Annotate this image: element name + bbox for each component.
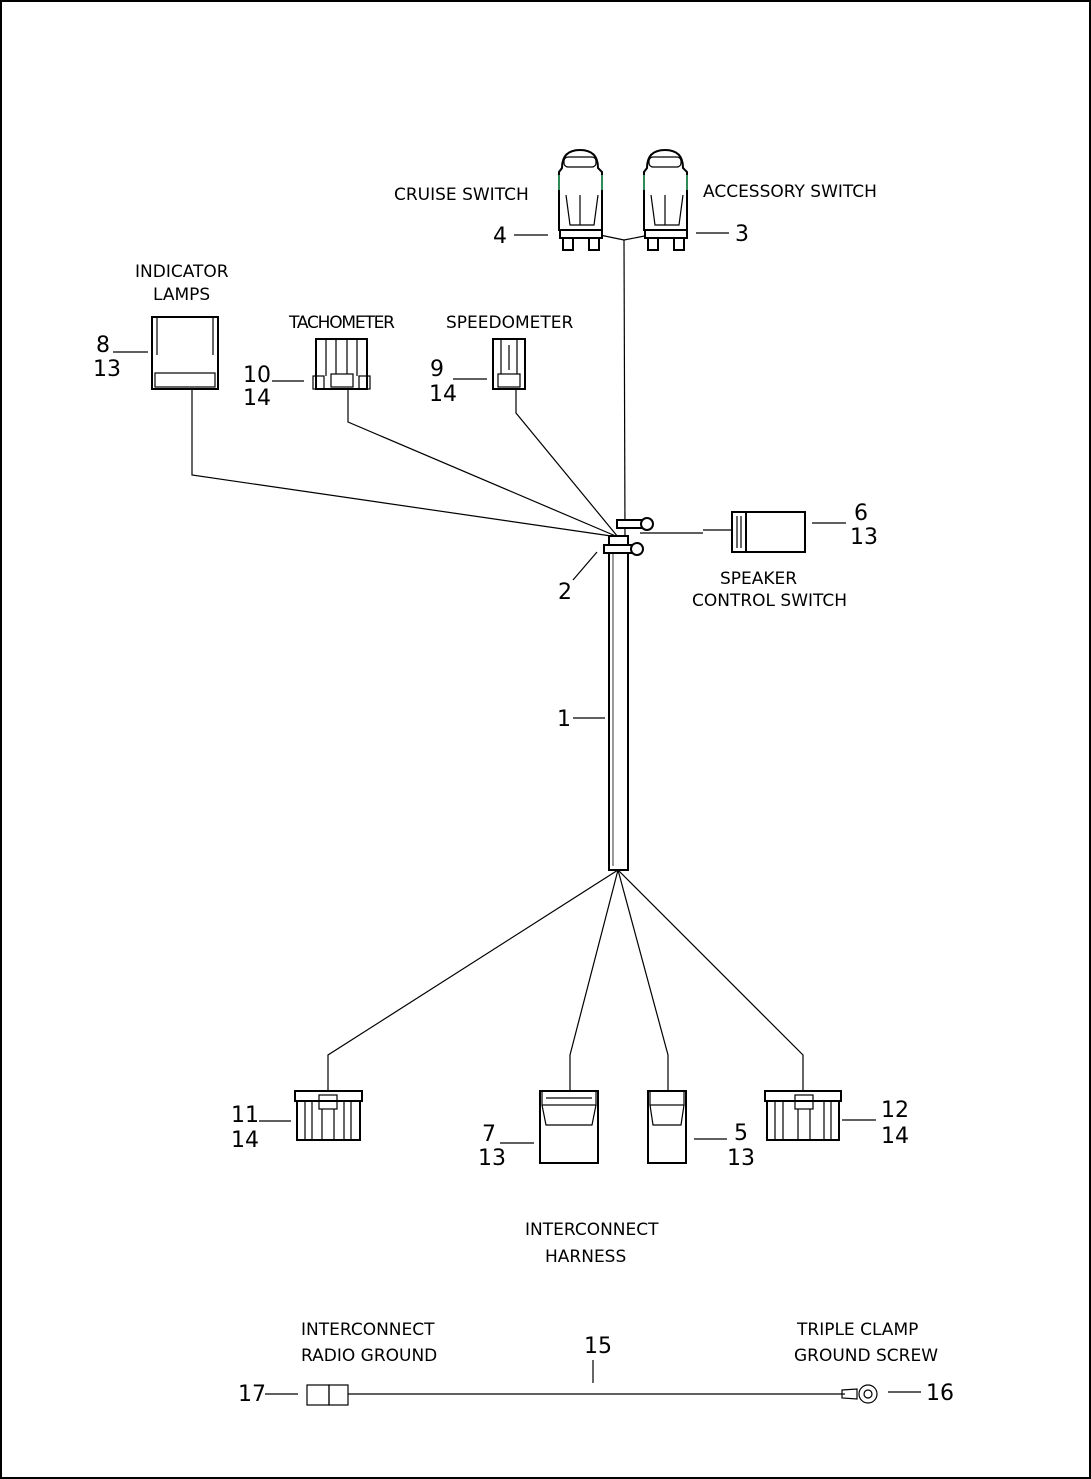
connector-7 — [539, 1090, 599, 1164]
wire-connector-7 — [569, 869, 619, 1090]
callout-6-sub: 13 — [850, 525, 878, 550]
wire-switches-trunk — [623, 239, 626, 538]
callout-7: 7 — [482, 1122, 496, 1147]
leader-lines — [113, 232, 921, 1395]
callout-15: 15 — [584, 1334, 612, 1359]
indicator-lamps-label-line1: INDICATOR — [135, 262, 229, 282]
callout-5: 5 — [734, 1121, 748, 1146]
callout-3: 3 — [735, 222, 749, 247]
connector-12 — [764, 1090, 842, 1141]
cable-strap-upper — [616, 519, 644, 529]
radio-ground-connector — [306, 1384, 349, 1406]
callout-numbers: 4 3 8 13 10 14 9 14 6 13 2 1 11 14 7 13 … — [93, 222, 954, 1407]
wires — [191, 233, 845, 1395]
harness-conduit — [608, 539, 629, 871]
speaker-control-switch-connector — [703, 511, 806, 553]
cable-clip — [603, 517, 654, 556]
ring-terminal — [841, 1384, 878, 1404]
interconnect-radio-ground-label-line2: RADIO GROUND — [301, 1346, 437, 1366]
cable-strap-lower — [603, 544, 633, 554]
callout-5-sub: 13 — [727, 1146, 755, 1171]
interconnect-harness-label-line1: INTERCONNECT — [525, 1220, 659, 1240]
callout-11: 11 — [231, 1103, 259, 1128]
connector-11 — [294, 1090, 363, 1141]
indicator-lamps-label-line2: LAMPS — [153, 285, 210, 305]
callout-7-sub: 13 — [478, 1146, 506, 1171]
callout-4: 4 — [493, 224, 507, 249]
callout-1: 1 — [557, 707, 571, 732]
cruise-switch-part — [558, 148, 603, 251]
callout-8-sub: 13 — [93, 357, 121, 382]
callout-2: 2 — [558, 580, 572, 605]
triple-clamp-ground-screw-label-line2: GROUND SCREW — [794, 1346, 938, 1366]
triple-clamp-ground-screw-label-line1: TRIPLE CLAMP — [796, 1320, 918, 1340]
component-labels: CRUISE SWITCH ACCESSORY SWITCH INDICATOR… — [135, 182, 938, 1366]
interconnect-harness-label-line2: HARNESS — [545, 1247, 626, 1267]
callout-12-sub: 14 — [881, 1124, 909, 1149]
harness-sleeve — [608, 539, 629, 871]
accessory-switch-part — [643, 148, 688, 251]
connector-5 — [647, 1090, 687, 1164]
speedometer-label: SPEEDOMETER — [446, 313, 574, 333]
wire-connector-5 — [617, 869, 669, 1090]
speaker-control-switch-label-line1: SPEAKER — [720, 569, 797, 589]
callout-10: 10 — [243, 363, 271, 388]
interconnect-radio-ground-label-line1: INTERCONNECT — [301, 1320, 435, 1340]
tachometer-label: TACHOMETER — [288, 313, 395, 333]
callout-17: 17 — [238, 1382, 266, 1407]
wire-connector-11 — [327, 869, 619, 1090]
callout-10-sub: 14 — [243, 386, 271, 411]
callout-9: 9 — [430, 357, 444, 382]
tachometer-connector — [312, 338, 371, 390]
wire-tachometer — [347, 390, 619, 538]
callout-16: 16 — [926, 1381, 954, 1406]
cruise-switch-label: CRUISE SWITCH — [394, 185, 529, 205]
indicator-lamps-connector — [151, 316, 219, 390]
wire-speedometer — [515, 390, 619, 538]
wire-connector-12 — [617, 869, 804, 1090]
callout-6: 6 — [854, 501, 868, 526]
speaker-control-switch-label-line2: CONTROL SWITCH — [692, 591, 847, 611]
callout-8: 8 — [96, 333, 110, 358]
speedometer-connector — [492, 338, 526, 390]
accessory-switch-label: ACCESSORY SWITCH — [703, 182, 877, 202]
callout-11-sub: 14 — [231, 1128, 259, 1153]
wire-indicator-lamps — [191, 390, 619, 538]
callout-12: 12 — [881, 1098, 909, 1123]
callout-9-sub: 14 — [429, 382, 457, 407]
